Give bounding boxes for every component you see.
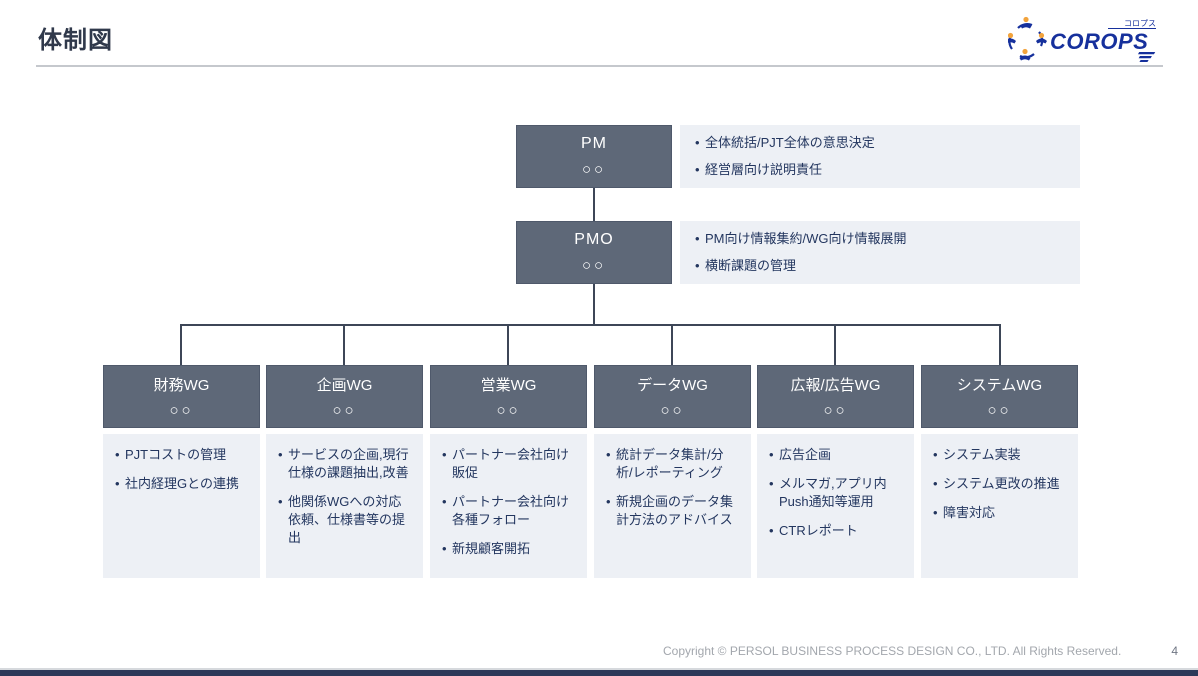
wg-tasks-panel: 広告企画メルマガ,アプリ内Push通知等運用 CTRレポート [757, 434, 914, 578]
footer-bar-gray [0, 668, 1198, 670]
bullet-item: 社内経理Gとの連携 [114, 475, 249, 493]
bullet-item: 新規顧客開拓 [441, 540, 576, 558]
wg-member: ○○ [660, 402, 685, 420]
bullet-item: 統計データ集計/分析/レポーティング [605, 446, 740, 482]
bullet-item: PM向け情報集約/WG向け情報展開 [694, 230, 1066, 248]
wg-member: ○○ [496, 402, 521, 420]
pm-node-title: PM [581, 134, 607, 152]
wg-tasks-panel: システム実装システム更改の推進障害対応 [921, 434, 1078, 578]
brand-logo: コロプス COROPS [1005, 16, 1158, 63]
people-circle-icon [1005, 16, 1047, 61]
wg-title: 広報/広告WG [790, 376, 881, 394]
wg-box: システムWG ○○ [921, 365, 1078, 428]
wg-member: ○○ [169, 402, 194, 420]
wg-member: ○○ [987, 402, 1012, 420]
connector-drop-5 [834, 324, 836, 365]
wg-tasks-panel: サービスの企画,現行仕様の課題抽出,改善他関係WGへの対応依頼、仕様書等の提出 [266, 434, 423, 578]
bullet-item: PJTコストの管理 [114, 446, 249, 464]
bullet-item: 経営層向け説明責任 [694, 161, 1066, 179]
footer-page-number: 4 [1171, 644, 1178, 658]
connector-drop-6 [999, 324, 1001, 365]
bullet-item: パートナー会社向け販促 [441, 446, 576, 482]
corops-ruby: コロプス [1124, 19, 1156, 28]
corops-logo-graphic: コロプス COROPS [1005, 16, 1156, 63]
bullet-item: 広告企画 [768, 446, 903, 464]
pmo-node-title: PMO [574, 230, 614, 248]
wg-box: 営業WG ○○ [430, 365, 587, 428]
pm-notes-panel: 全体統括/PJT全体の意思決定経営層向け説明責任 [680, 125, 1080, 188]
wg-box: データWG ○○ [594, 365, 751, 428]
wg-member: ○○ [823, 402, 848, 420]
bullet-item: 他関係WGへの対応依頼、仕様書等の提出 [277, 493, 412, 547]
wg-box: 広報/広告WG ○○ [757, 365, 914, 428]
connector-pmo-stem [593, 284, 595, 325]
wg-title: 企画WG [316, 376, 373, 394]
wg-title: 営業WG [480, 376, 537, 394]
pm-node-member: ○○ [581, 161, 607, 179]
pmo-node-member: ○○ [581, 257, 607, 275]
bullet-item: サービスの企画,現行仕様の課題抽出,改善 [277, 446, 412, 482]
wg-title: 財務WG [153, 376, 210, 394]
corops-ruby-underline [1108, 28, 1156, 29]
connector-drop-4 [671, 324, 673, 365]
pmo-node-box: PMO ○○ [516, 221, 672, 284]
wg-box: 企画WG ○○ [266, 365, 423, 428]
bullet-item: メルマガ,アプリ内Push通知等運用 [768, 475, 903, 511]
connector-drop-1 [180, 324, 182, 365]
bullet-item: CTRレポート [768, 522, 903, 540]
pm-node-box: PM ○○ [516, 125, 672, 188]
corops-speed-lines [1137, 52, 1156, 63]
corops-wordmark: COROPS [1050, 29, 1148, 54]
connector-horizontal [181, 324, 1001, 326]
wg-member: ○○ [332, 402, 357, 420]
wg-tasks-panel: 統計データ集計/分析/レポーティング新規企画のデータ集計方法のアドバイス [594, 434, 751, 578]
wg-title: システムWG [956, 376, 1043, 394]
bullet-item: 新規企画のデータ集計方法のアドバイス [605, 493, 740, 529]
footer-copyright: Copyright © PERSOL BUSINESS PROCESS DESI… [662, 644, 1122, 658]
wg-tasks-panel: パートナー会社向け販促パートナー会社向け各種フォロー新規顧客開拓 [430, 434, 587, 578]
bullet-item: 障害対応 [932, 504, 1067, 522]
bullet-item: システム実装 [932, 446, 1067, 464]
bullet-item: パートナー会社向け各種フォロー [441, 493, 576, 529]
bullet-item: 全体統括/PJT全体の意思決定 [694, 134, 1066, 152]
pmo-notes-panel: PM向け情報集約/WG向け情報展開横断課題の管理 [680, 221, 1080, 284]
page-title: 体制図 [38, 27, 113, 54]
connector-drop-3 [507, 324, 509, 365]
wg-title: データWG [637, 376, 708, 394]
wg-tasks-panel: PJTコストの管理社内経理Gとの連携 [103, 434, 260, 578]
wg-box: 財務WG ○○ [103, 365, 260, 428]
bullet-item: システム更改の推進 [932, 475, 1067, 493]
footer-bar-navy [0, 670, 1198, 676]
connector-drop-2 [343, 324, 345, 365]
bullet-item: 横断課題の管理 [694, 257, 1066, 275]
footer: Copyright © PERSOL BUSINESS PROCESS DESI… [663, 644, 1178, 658]
header-rule [36, 65, 1163, 67]
connector-pm-pmo [593, 188, 595, 221]
